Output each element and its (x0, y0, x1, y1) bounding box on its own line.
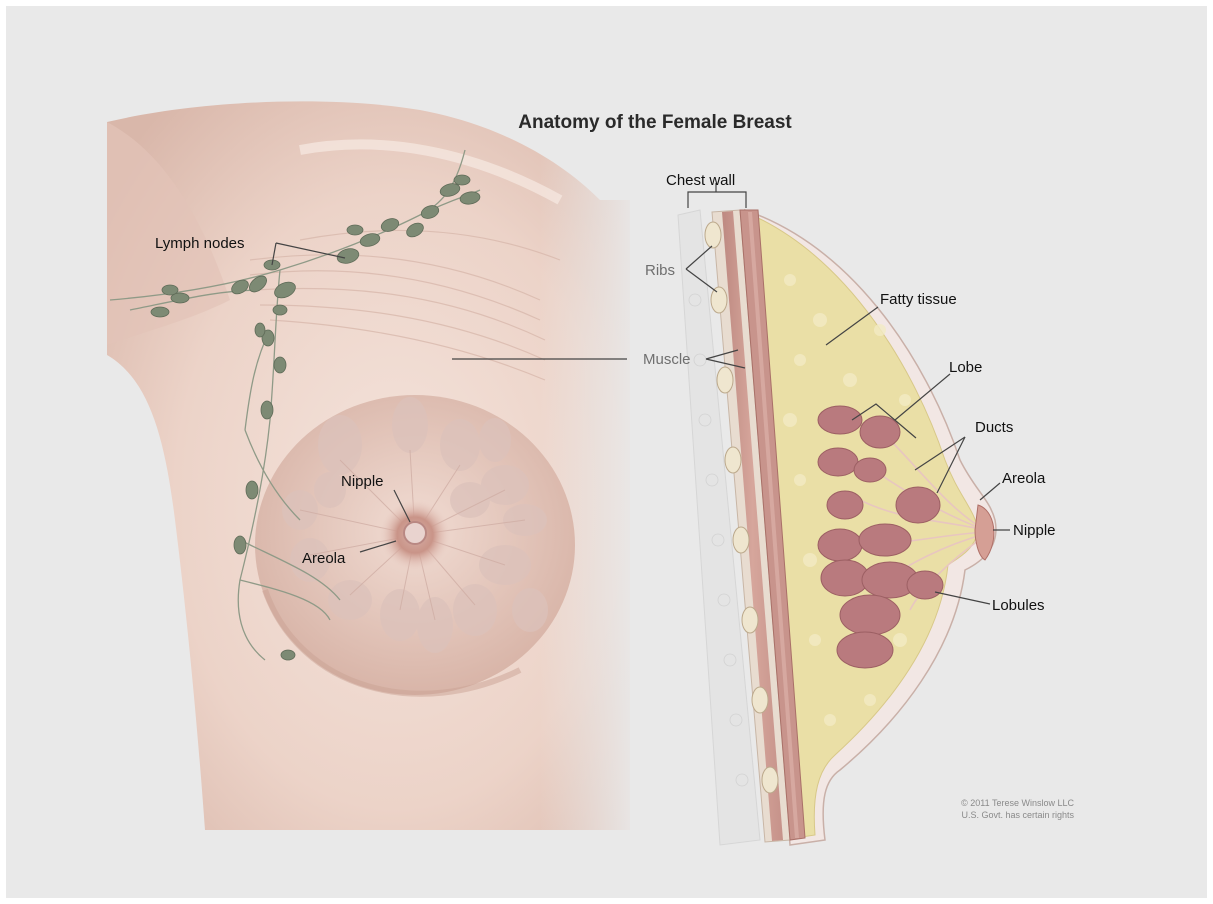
label-ducts: Ducts (975, 419, 1013, 436)
diagram-title: Anatomy of the Female Breast (518, 112, 792, 133)
credit-line-2: U.S. Govt. has certain rights (961, 810, 1074, 820)
label-lobules: Lobules (992, 597, 1045, 614)
label-lymph-nodes: Lymph nodes (155, 235, 245, 252)
label-fatty-tissue: Fatty tissue (880, 291, 957, 308)
label-lobe: Lobe (949, 359, 982, 376)
label-areola-front: Areola (302, 550, 346, 567)
label-chest-wall: Chest wall (666, 172, 735, 189)
label-nipple-front: Nipple (341, 473, 384, 490)
credit-line-1: © 2011 Terese Winslow LLC (961, 798, 1074, 808)
label-muscle: Muscle (643, 351, 691, 368)
nipple-front (404, 522, 426, 544)
label-ribs: Ribs (645, 262, 675, 279)
torso-fade (540, 100, 640, 840)
label-nipple-side: Nipple (1013, 522, 1056, 539)
label-areola-side: Areola (1002, 470, 1046, 487)
